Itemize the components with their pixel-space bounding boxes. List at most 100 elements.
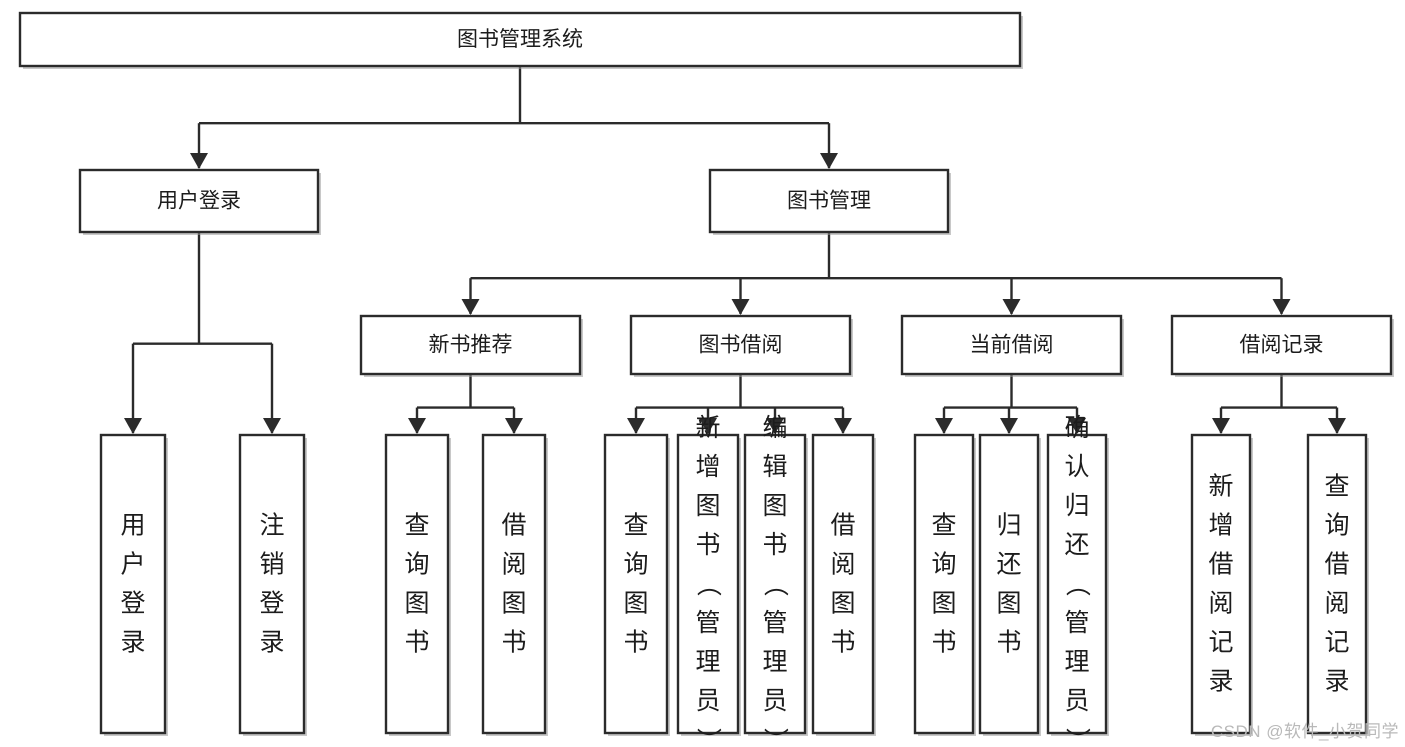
node-label-char: 书 (623, 629, 648, 657)
node-label-char: 书 (695, 531, 720, 559)
node-label-char: 图 (931, 590, 956, 618)
node-n_new_rec[interactable]: 新书推荐 (359, 314, 583, 377)
node-n_borrow[interactable]: 图书借阅 (629, 314, 853, 377)
node-label-char: 增 (695, 453, 720, 481)
node-label-char: ） (761, 727, 789, 747)
node-label-char: 查 (1324, 473, 1349, 501)
node-root[interactable]: 图书管理系统 (18, 11, 1023, 69)
edge-group-root (190, 66, 838, 169)
arrowhead-icon (1328, 418, 1346, 434)
node-label-char: 查 (931, 512, 956, 540)
arrowhead-icon (1272, 299, 1291, 315)
edge-layer (124, 66, 1346, 434)
arrowhead-icon (124, 418, 142, 434)
node-label-char: 新 (695, 414, 720, 442)
node-rect[interactable] (603, 433, 669, 735)
node-label-char: 询 (931, 551, 956, 579)
node-rect[interactable] (811, 433, 875, 735)
node-rect[interactable] (676, 433, 740, 735)
node-label-char: 图 (695, 492, 720, 520)
node-rect[interactable] (1170, 314, 1393, 376)
node-label-char: 录 (1208, 668, 1233, 696)
edge-group-n_borrow (627, 374, 852, 434)
node-label: 用户登录 (120, 512, 145, 657)
node-n_user_login[interactable]: 用户登录 (78, 168, 321, 235)
arrowhead-icon (1000, 418, 1018, 434)
node-rect[interactable] (900, 314, 1123, 376)
node-label-char: 编 (762, 414, 787, 442)
node-label-char: 阅 (830, 551, 855, 579)
node-label-char: 还 (1064, 531, 1089, 559)
node-label-char: 员 (1064, 687, 1089, 715)
node-label-char: 阅 (1324, 590, 1349, 618)
node-label-char: 管 (1064, 609, 1089, 637)
node-label-char: 图 (623, 590, 648, 618)
node-label-char: 书 (404, 629, 429, 657)
node-label-char: 书 (830, 629, 855, 657)
node-label-char: 登 (259, 590, 284, 618)
node-label-char: 询 (623, 551, 648, 579)
node-rect[interactable] (99, 433, 167, 735)
node-l_user_login[interactable]: 用户登录 (99, 433, 168, 736)
node-label-char: 阅 (1208, 590, 1233, 618)
node-rect[interactable] (629, 314, 852, 376)
node-rect[interactable] (238, 433, 306, 735)
node-rect[interactable] (1306, 433, 1368, 735)
node-label-char: 登 (120, 590, 145, 618)
node-rect[interactable] (743, 433, 807, 735)
node-label-char: 理 (1064, 648, 1089, 676)
node-rect[interactable] (359, 314, 582, 376)
node-label-char: 增 (1208, 512, 1233, 540)
edge-group-n_record (1212, 374, 1346, 434)
arrowhead-icon (1002, 299, 1021, 315)
node-label: 用户登录 (157, 190, 241, 213)
node-rect[interactable] (18, 11, 1022, 68)
node-label-char: 借 (501, 512, 526, 540)
node-label-char: 借 (1324, 551, 1349, 579)
node-rect[interactable] (384, 433, 450, 735)
node-label-char: （ (694, 571, 722, 596)
node-rect[interactable] (78, 168, 320, 234)
node-label-char: 询 (404, 551, 429, 579)
node-label-char: 记 (1208, 629, 1233, 657)
edge-group-n_book_manage (461, 232, 1291, 315)
node-label: 借阅记录 (1240, 334, 1324, 357)
node-label: 图书借阅 (699, 334, 783, 357)
node-rect[interactable] (481, 433, 547, 735)
node-label-char: 理 (762, 648, 787, 676)
arrowhead-icon (699, 418, 717, 434)
node-rect[interactable] (978, 433, 1040, 735)
edge-group-n_user_login (124, 232, 281, 434)
node-rect[interactable] (708, 168, 950, 234)
node-n_current[interactable]: 当前借阅 (900, 314, 1124, 377)
arrowhead-icon (766, 418, 784, 434)
node-n_record[interactable]: 借阅记录 (1170, 314, 1394, 377)
node-label-char: 录 (120, 629, 145, 657)
node-n_book_manage[interactable]: 图书管理 (708, 168, 951, 235)
node-label-char: 阅 (501, 551, 526, 579)
node-rect[interactable] (913, 433, 975, 735)
node-label-char: 管 (762, 609, 787, 637)
node-label-char: 归 (1064, 492, 1089, 520)
node-rect[interactable] (1190, 433, 1252, 735)
node-rect[interactable] (1046, 433, 1108, 735)
